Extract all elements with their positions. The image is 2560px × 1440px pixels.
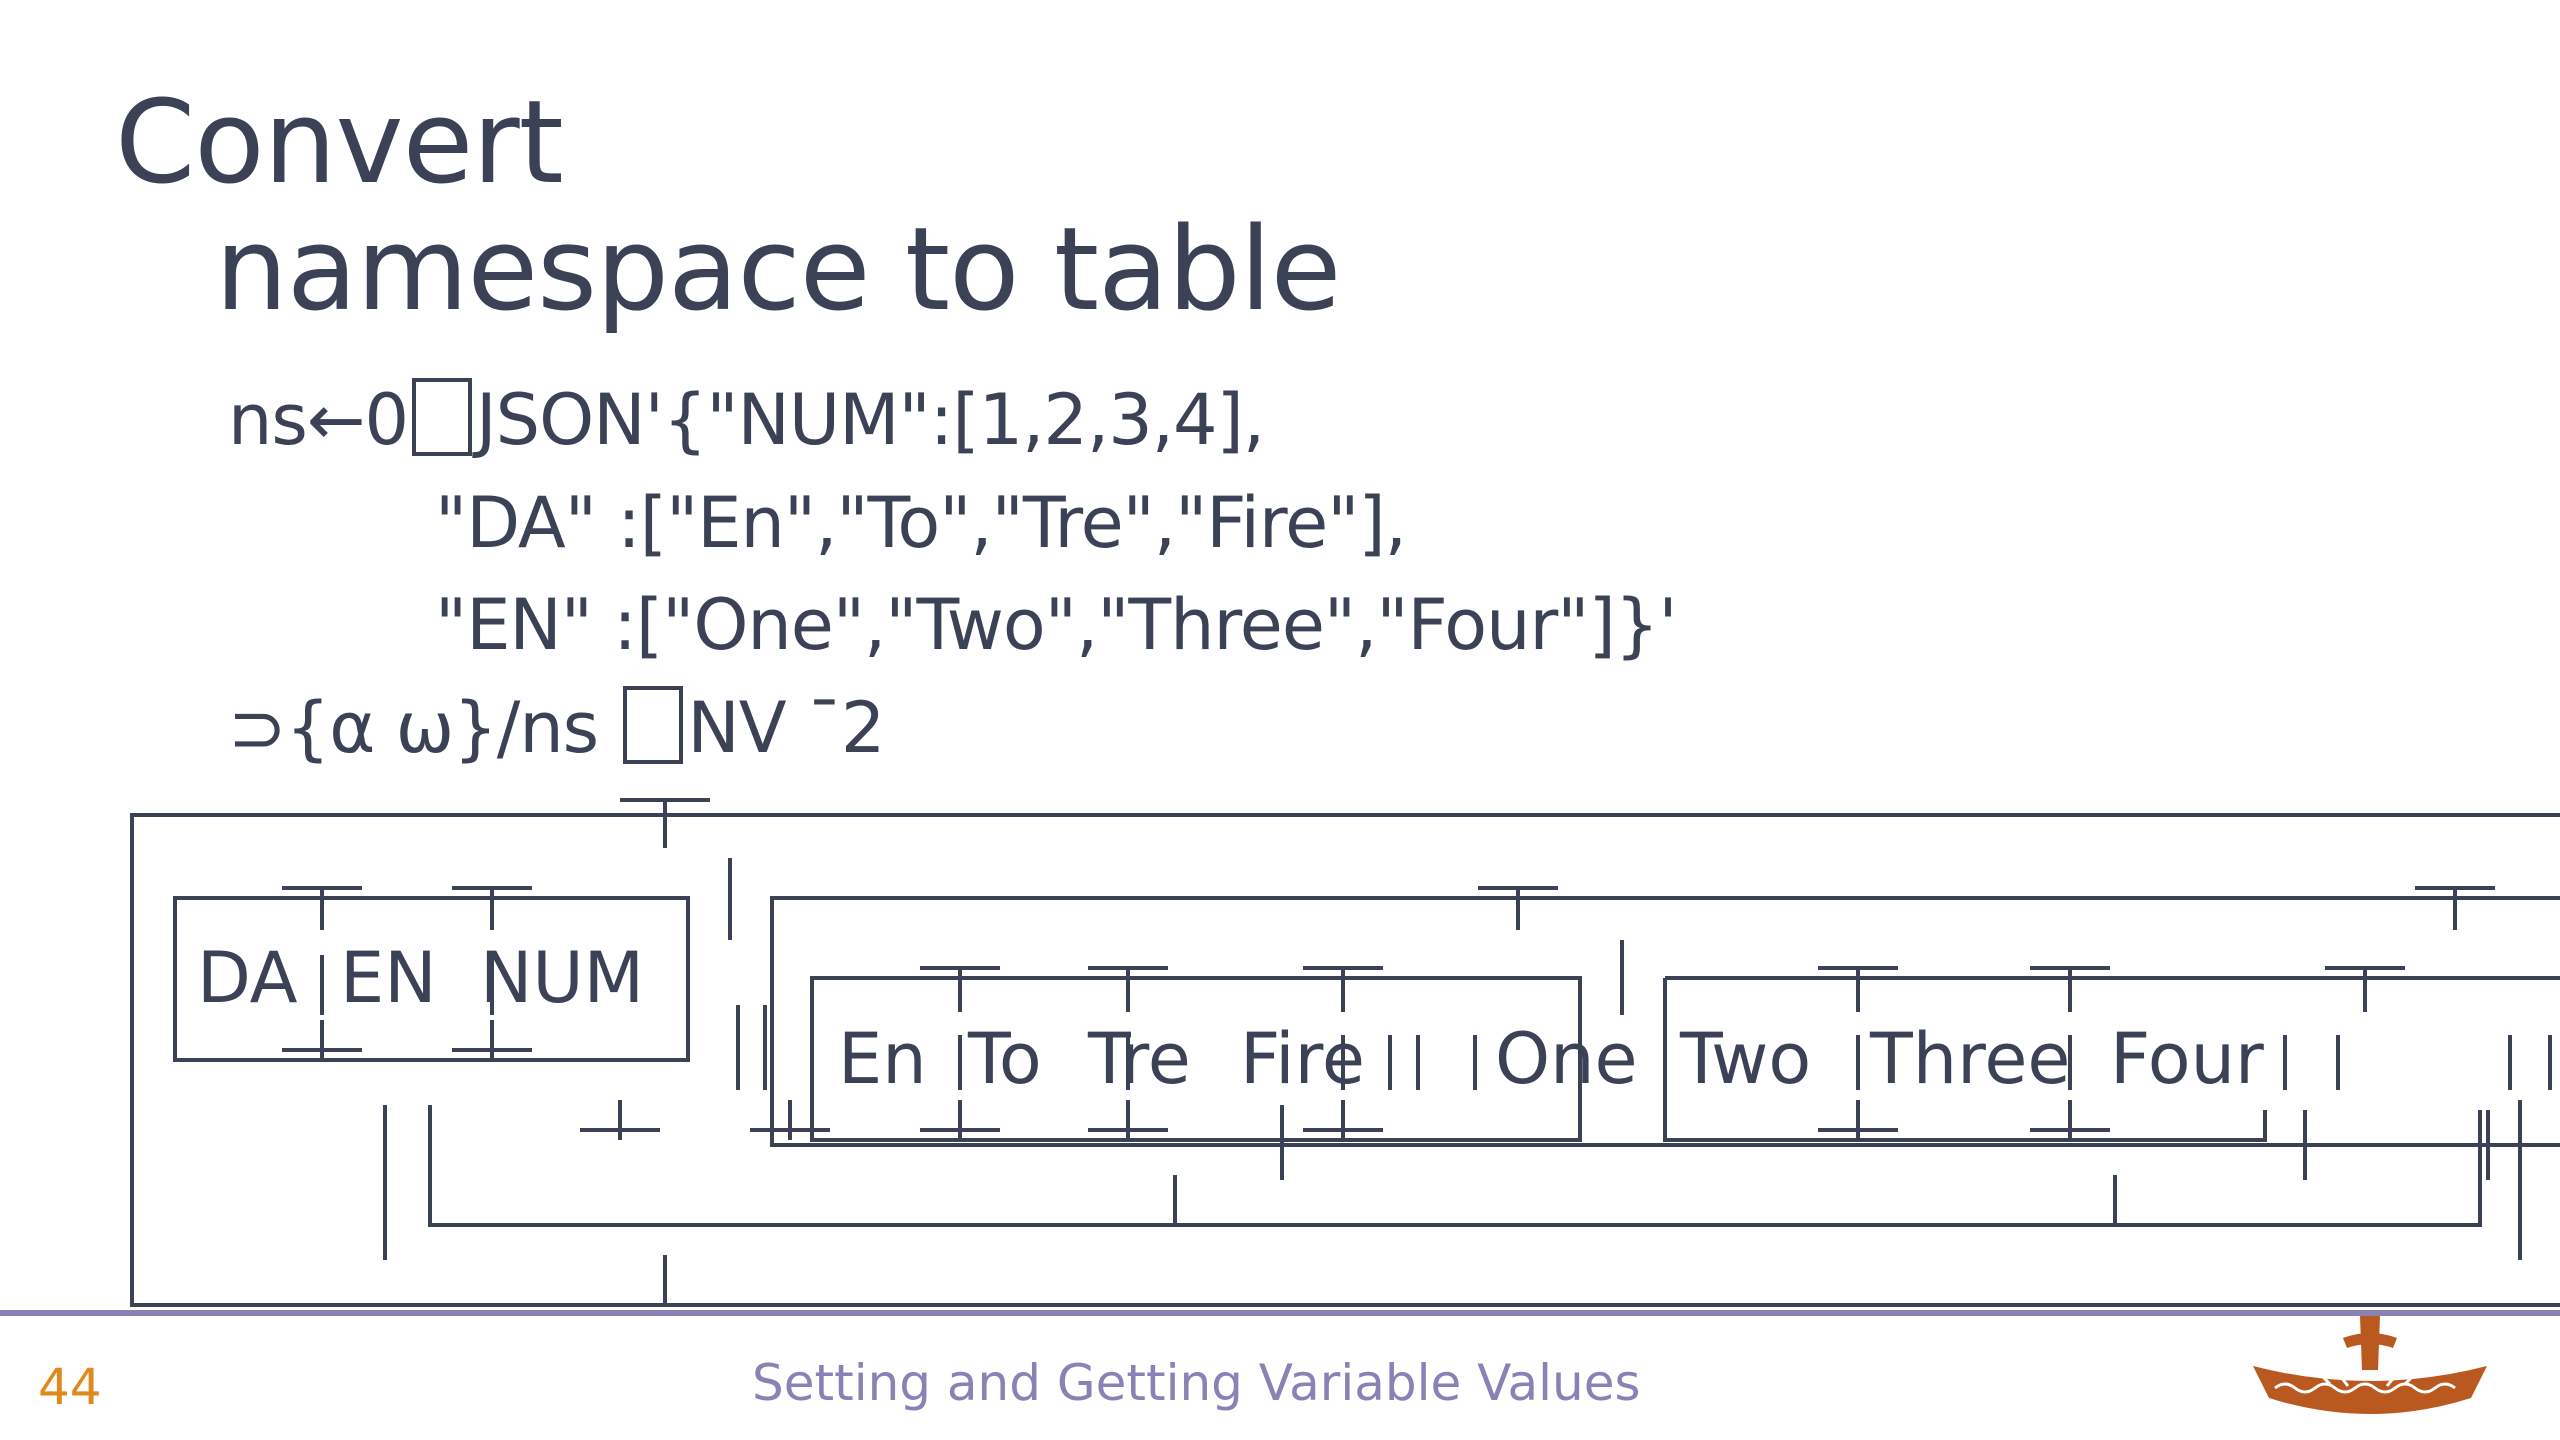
output-da-value: En [838, 1018, 927, 1100]
output-frame-lines [130, 798, 2560, 1307]
slide-number: 44 [38, 1358, 102, 1416]
slide-title-line-1: Convert [115, 76, 564, 210]
code-text: NV ¯2 [687, 687, 885, 769]
output-da-values-row: En To Tre Fire [838, 1018, 1365, 1100]
footer-divider [0, 1310, 2560, 1316]
code-text: JSON'{"NUM":[1,2,3,4], [476, 379, 1265, 461]
output-da-value: To [967, 1018, 1042, 1100]
output-en-value: Three [1869, 1018, 2071, 1100]
output-da-value: Tre [1087, 1018, 1191, 1100]
output-name-num: NUM [480, 937, 644, 1019]
code-line-3: "EN" :["One","Two","Three","Four"]}' [435, 584, 1678, 666]
quad-symbol [623, 686, 684, 764]
output-name-da: DA [197, 937, 298, 1019]
code-line-2: "DA" :["En","To","Tre","Fire"], [435, 482, 1407, 564]
code-line-4: ⊃{α ω}/ns NV ¯2 [228, 683, 885, 773]
code-line-1: ns←0 JSON'{"NUM":[1,2,3,4], [228, 375, 1265, 465]
code-text: ns←0 [228, 379, 409, 461]
output-en-value: Two [1679, 1018, 1811, 1100]
output-name-en: EN [340, 937, 437, 1019]
output-names-row: DA EN NUM [197, 937, 644, 1019]
viking-ship-logo-icon [2253, 1316, 2487, 1414]
slide-title-line-2: namespace to table [215, 203, 1341, 337]
code-text: ⊃{α ω}/ns [228, 687, 620, 769]
output-da-value: Fire [1240, 1018, 1365, 1100]
output-en-value: One [1495, 1018, 1638, 1100]
output-en-values-row: One Two Three Four [1495, 1018, 2264, 1100]
output-en-value: Four [2110, 1018, 2264, 1100]
quad-symbol [412, 378, 473, 456]
footer-section-title: Setting and Getting Variable Values [752, 1354, 1641, 1412]
